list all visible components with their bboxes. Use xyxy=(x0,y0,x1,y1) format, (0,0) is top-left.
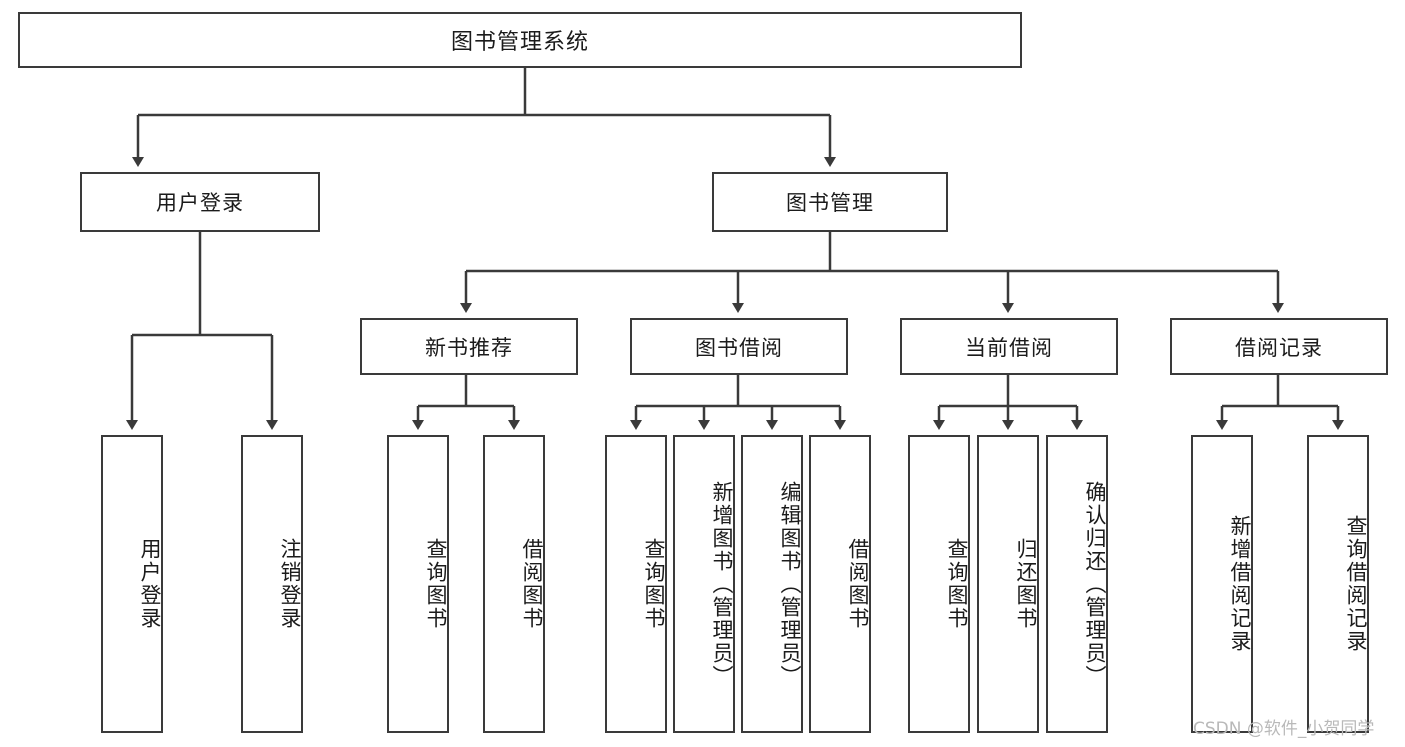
node-label: 借阅记录 xyxy=(1235,335,1323,360)
node-current-borrow[interactable]: 当前借阅 xyxy=(900,318,1118,375)
node-leaf-logout-login[interactable]: 注销登录 xyxy=(241,435,303,733)
node-label: 当前借阅 xyxy=(965,335,1053,360)
node-leaf-confirm-return[interactable]: 确认归还（管理员） xyxy=(1046,435,1108,733)
node-leaf-return-book[interactable]: 归还图书 xyxy=(977,435,1039,733)
node-leaf-query-record[interactable]: 查询借阅记录 xyxy=(1307,435,1369,733)
edges-userlogin-to-leaves xyxy=(126,232,278,430)
node-leaf-query-book-2[interactable]: 查询图书 xyxy=(605,435,667,733)
node-label: 用户登录 xyxy=(156,191,244,215)
csdn-watermark: CSDN @软件_小贺同学 xyxy=(1193,719,1375,739)
node-leaf-query-book-1[interactable]: 查询图书 xyxy=(387,435,449,733)
node-leaf-borrow-book-2[interactable]: 借阅图书 xyxy=(809,435,871,733)
node-leaf-user-login[interactable]: 用户登录 xyxy=(101,435,163,733)
node-user-login[interactable]: 用户登录 xyxy=(80,172,320,232)
node-root-book-management-system[interactable]: 图书管理系统 xyxy=(18,12,1022,68)
node-label: 借阅图书 xyxy=(846,538,870,630)
node-book-borrow[interactable]: 图书借阅 xyxy=(630,318,848,375)
node-label: 图书管理 xyxy=(786,191,874,215)
node-leaf-query-book-3[interactable]: 查询图书 xyxy=(908,435,970,733)
node-leaf-add-record[interactable]: 新增借阅记录 xyxy=(1191,435,1253,733)
node-label: 图书管理系统 xyxy=(450,30,589,55)
node-label: 查询图书 xyxy=(945,538,969,630)
node-leaf-borrow-book-1[interactable]: 借阅图书 xyxy=(483,435,545,733)
node-book-manage[interactable]: 图书管理 xyxy=(712,172,948,232)
edges-bookmanage-to-level3 xyxy=(460,232,1284,313)
node-label: 借阅图书 xyxy=(520,538,544,630)
node-label: 确认归还（管理员） xyxy=(1083,480,1107,688)
node-leaf-add-book[interactable]: 新增图书（管理员） xyxy=(673,435,735,733)
node-label: 编辑图书（管理员） xyxy=(778,480,802,688)
node-label: 注销登录 xyxy=(278,538,302,630)
edges-newbook-to-leaves xyxy=(412,375,520,430)
node-label: 新增图书（管理员） xyxy=(710,480,734,688)
node-label: 查询图书 xyxy=(642,538,666,630)
node-label: 归还图书 xyxy=(1014,538,1038,630)
node-leaf-edit-book[interactable]: 编辑图书（管理员） xyxy=(741,435,803,733)
edges-bookborrow-to-leaves xyxy=(630,375,846,430)
node-label: 新书推荐 xyxy=(425,335,513,360)
node-borrow-record[interactable]: 借阅记录 xyxy=(1170,318,1388,375)
node-label: 查询图书 xyxy=(424,538,448,630)
node-label: 图书借阅 xyxy=(695,335,783,360)
edges-currentborrow-to-leaves xyxy=(933,375,1083,430)
edges-root-to-level2 xyxy=(132,68,836,167)
edges-borrowrecord-to-leaves xyxy=(1216,375,1344,430)
node-new-book-recommend[interactable]: 新书推荐 xyxy=(360,318,578,375)
node-label: 用户登录 xyxy=(138,538,162,630)
node-label: 新增借阅记录 xyxy=(1228,515,1252,653)
node-label: 查询借阅记录 xyxy=(1344,515,1368,653)
